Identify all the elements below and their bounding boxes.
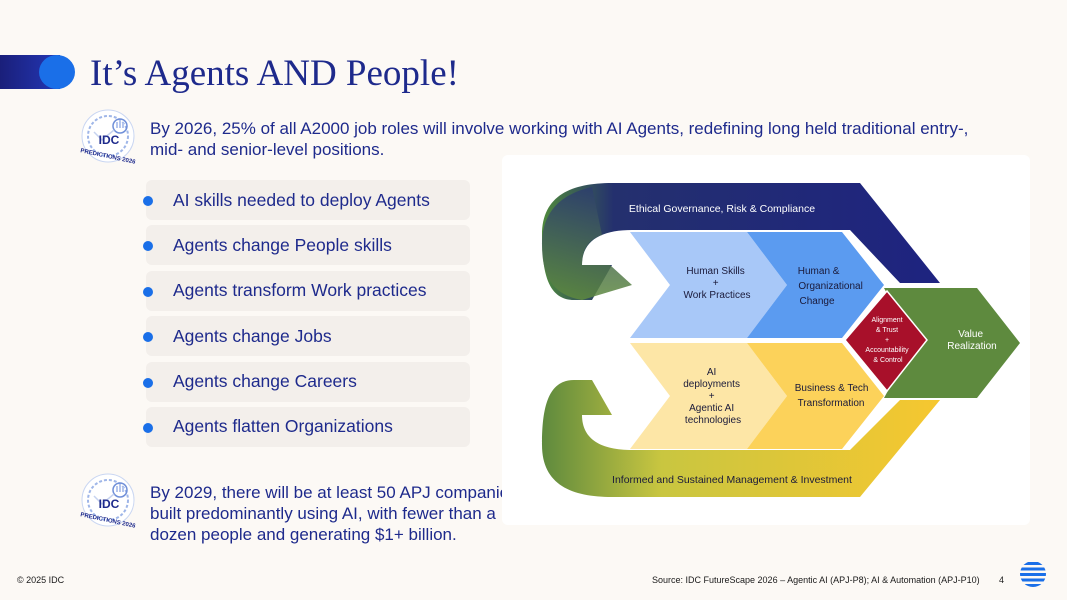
list-item: Agents change People skills <box>143 225 470 266</box>
bullet-dot-icon <box>143 241 153 252</box>
business-tech-box <box>747 343 884 449</box>
ai-deploy-box <box>630 343 787 449</box>
top-band-label: Ethical Governance, Risk & Compliance <box>629 203 815 215</box>
transformation-diagram: Ethical Governance, Risk & Compliance Hu… <box>542 183 1020 497</box>
bullet-dot-icon <box>143 332 153 343</box>
prediction-2-text: By 2029, there will be at least 50 APJ c… <box>150 483 518 544</box>
human-org-box <box>747 232 884 338</box>
human-skills-box <box>630 232 787 338</box>
bullet-dot-icon <box>143 377 153 388</box>
bullet-dot-icon <box>143 196 153 206</box>
svg-text:AI deployments + A: AI deployments + Agentic AI technologies <box>683 367 742 426</box>
copyright: © 2025 IDC <box>17 575 65 585</box>
value-realization-box <box>884 288 1020 398</box>
list-item: Agents change Jobs <box>143 316 470 357</box>
bottom-band <box>542 380 940 497</box>
bullet-label: Agents change Jobs <box>173 325 332 346</box>
source-note: Source: IDC FutureScape 2026 – Agentic A… <box>652 575 980 585</box>
bullet-label: Agents change Careers <box>173 371 357 392</box>
idc-logo-icon <box>1020 562 1046 587</box>
bullet-dot-icon <box>143 422 153 433</box>
svg-text:Human Skills + Work Pr: Human Skills + Work Practices <box>683 266 750 301</box>
svg-text:Value Realization: Value Realization <box>947 329 996 352</box>
svg-text:IDC: IDC <box>99 133 120 147</box>
title-accent-dot <box>39 55 75 89</box>
bottom-band-label: Informed and Sustained Management & Inve… <box>612 474 852 486</box>
svg-text:Human & Organizational: Human & Organizational Change <box>798 266 866 307</box>
svg-text:IDC: IDC <box>99 497 120 511</box>
bullet-label: Agents transform Work practices <box>173 280 427 301</box>
alignment-diamond <box>844 289 928 393</box>
idc-predictions-badge-icon: IDC PREDICTIONS 2026 <box>80 109 136 164</box>
bullet-label: Agents change People skills <box>173 234 392 255</box>
bullet-label: Agents flatten Organizations <box>173 416 393 437</box>
idc-predictions-badge-icon: IDC PREDICTIONS 2026 <box>80 473 136 528</box>
prediction-1-text: By 2026, 25% of all A2000 job roles will… <box>150 119 969 159</box>
svg-text:Business & Tech Transforma: Business & Tech Transformation <box>795 383 872 409</box>
slide-title: It’s Agents AND People! <box>90 53 459 94</box>
list-item: Agents transform Work practices <box>143 270 470 311</box>
list-item: Agents change Careers <box>143 361 470 402</box>
bullet-label: AI skills needed to deploy Agents <box>173 189 430 210</box>
list-item: Agents flatten Organizations <box>143 406 470 447</box>
top-band <box>542 183 940 300</box>
svg-text:Alignment & Trust +: Alignment & Trust + Accountability & Con… <box>865 317 910 364</box>
list-item: AI skills needed to deploy Agents <box>143 180 470 220</box>
page-number: 4 <box>999 575 1005 585</box>
top-band-curve <box>542 187 632 300</box>
bullet-dot-icon <box>143 286 153 297</box>
bullet-list: AI skills needed to deploy Agents Agents… <box>140 180 470 452</box>
